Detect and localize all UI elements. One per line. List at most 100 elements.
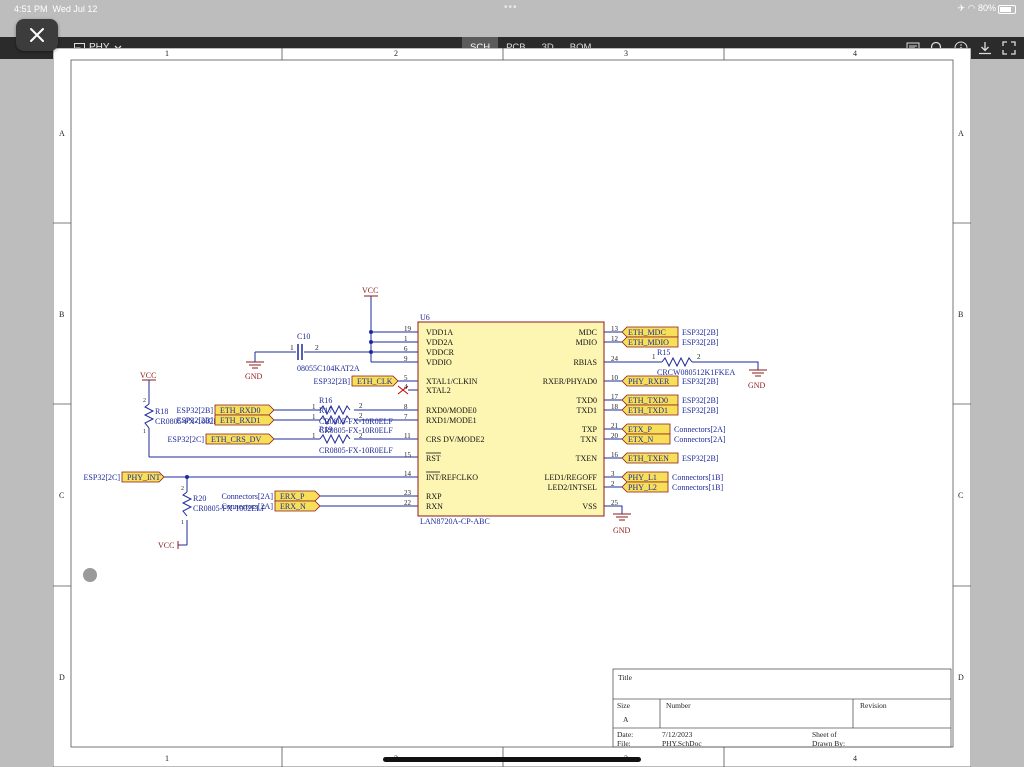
- net-port-left[interactable]: [274, 500, 321, 512]
- pin-name-right: VSS: [582, 502, 597, 511]
- chip-u6[interactable]: U6 LAN8720A-CP-ABC: [417, 313, 605, 526]
- revision-label: Revision: [860, 701, 887, 710]
- size-value: A: [623, 715, 629, 724]
- r17-value: CR0805-FX-10R0ELF: [319, 426, 393, 435]
- net-port-right[interactable]: [621, 404, 679, 416]
- scroll-indicator[interactable]: [83, 568, 97, 582]
- r15-pin1: 1: [652, 353, 656, 361]
- net-port-right[interactable]: [621, 375, 679, 387]
- net-port-left[interactable]: [214, 414, 275, 426]
- frame-row-right: A: [958, 129, 964, 138]
- port-sheet-ref: ESP32[2C]: [168, 435, 205, 444]
- net-port-right[interactable]: [621, 433, 671, 445]
- frame-row-right: C: [958, 491, 963, 500]
- r19-symbol[interactable]: [319, 433, 351, 445]
- status-bar: 4:51 PM Wed Jul 12 ••• ✈ ◠ 80%: [0, 0, 1024, 17]
- net-port-left[interactable]: [214, 404, 275, 416]
- frame-row-right: D: [958, 673, 964, 682]
- pin-name-right: LED1/REGOFF: [545, 473, 598, 482]
- frame-row-right: B: [958, 310, 963, 319]
- chip-ref: U6: [420, 313, 430, 322]
- fullscreen-icon[interactable]: [1002, 41, 1016, 55]
- power-symbols: [142, 295, 767, 549]
- pin-name-right: TXD0: [577, 396, 597, 405]
- port-label: ETH_MDC: [628, 328, 666, 337]
- port-label: ETH_TXD0: [628, 396, 668, 405]
- net-port-right[interactable]: [621, 336, 679, 348]
- junctions: [185, 330, 373, 479]
- r18-symbol[interactable]: [143, 403, 155, 429]
- gnd-label-vss: GND: [613, 526, 631, 535]
- pin-number-left: 1: [404, 335, 408, 343]
- port-label: ERX_P: [280, 492, 305, 501]
- close-icon: [30, 28, 44, 42]
- schematic-sheet[interactable]: 11223344AABBCCDD: [53, 48, 971, 767]
- r15-symbol[interactable]: [661, 356, 693, 368]
- r16-pin2: 2: [359, 402, 363, 410]
- net-port-left[interactable]: [274, 490, 321, 502]
- r18-pin1: 1: [143, 429, 146, 435]
- r15-ref: R15: [657, 348, 670, 357]
- r20-symbol[interactable]: [181, 491, 193, 517]
- pin-name-right: LED2/INTSEL: [548, 483, 597, 492]
- r17-symbol[interactable]: [319, 414, 351, 426]
- pin-number-right: 3: [611, 470, 615, 478]
- r15-pin2: 2: [697, 353, 701, 361]
- download-icon[interactable]: [978, 41, 992, 55]
- pin-name-left: VDD1A: [426, 328, 453, 337]
- frame-row-left: A: [59, 129, 65, 138]
- port-label: ETH_MDIO: [628, 338, 669, 347]
- document-name: PHY: [89, 42, 110, 53]
- pin-number-left: 23: [404, 489, 412, 497]
- net-port-right[interactable]: [621, 481, 669, 493]
- r16-value: CR0805-FX-10R0ELF: [319, 417, 393, 426]
- net-port-right[interactable]: [621, 452, 679, 464]
- resistor-labels: R16 1 2 R17 1 2 CR0805-FX-10R0ELF CR0805…: [143, 348, 735, 526]
- frame-col-top: 3: [624, 49, 628, 58]
- pin-name-right: TXP: [582, 425, 598, 434]
- pin-name-left: VDD2A: [426, 338, 453, 347]
- home-indicator[interactable]: [383, 757, 641, 762]
- pin-number-right: 20: [611, 432, 619, 440]
- pin-name-left: RXD1/MODE1: [426, 416, 477, 425]
- sheet-label: Sheet of: [812, 730, 837, 739]
- pin-name-right: RBIAS: [573, 358, 597, 367]
- pin-number-right: 18: [611, 403, 619, 411]
- battery-icon: [998, 5, 1016, 14]
- c10-pin1: 1: [290, 343, 294, 352]
- pin-number-right: 2: [611, 480, 615, 488]
- c10-ref: C10: [297, 332, 310, 341]
- pin-number-right: 24: [611, 355, 619, 363]
- pin-number-left: 19: [404, 325, 412, 333]
- net-port-left[interactable]: [205, 433, 275, 445]
- net-port-left[interactable]: [121, 471, 165, 483]
- pin-name-right: TXD1: [577, 406, 597, 415]
- file-value: PHY.SchDoc: [662, 739, 702, 748]
- frame-col-bottom: 1: [165, 754, 169, 763]
- r16-symbol[interactable]: [319, 404, 351, 416]
- port-sheet-ref: ESP32[2B]: [682, 406, 719, 415]
- capacitor-c10[interactable]: C10 1 2 08055C104KAT2A: [290, 332, 360, 373]
- port-label: ETX_N: [628, 435, 654, 444]
- port-sheet-ref: ESP32[2B]: [682, 396, 719, 405]
- multitask-dots[interactable]: •••: [504, 2, 518, 13]
- drawn-by-label: Drawn By:: [812, 739, 845, 748]
- r20-ref: R20: [193, 494, 206, 503]
- number-label: Number: [666, 701, 691, 710]
- pin-name-right: TXEN: [576, 454, 598, 463]
- tab-pcb[interactable]: PCB: [506, 42, 526, 53]
- r18-ref: R18: [155, 407, 168, 416]
- gnd-symbol-r15: [749, 369, 767, 377]
- net-ports: ETH_CLKESP32[2B]ETH_RXD0ESP32[2B]ETH_RXD…: [84, 326, 726, 512]
- net-port-left[interactable]: [351, 375, 399, 387]
- pin-number-right: 10: [611, 374, 619, 382]
- tab-3d[interactable]: 3D: [541, 42, 554, 53]
- port-label: PHY_INT: [127, 473, 160, 482]
- tab-bom[interactable]: BOM: [569, 42, 592, 53]
- resistors: [143, 356, 693, 517]
- gnd-symbol-c10: [246, 361, 264, 369]
- r18-pin2: 2: [143, 398, 146, 404]
- close-button[interactable]: [16, 19, 58, 51]
- port-sheet-ref: ESP32[2B]: [682, 338, 719, 347]
- port-label: PHY_RXER: [628, 377, 670, 386]
